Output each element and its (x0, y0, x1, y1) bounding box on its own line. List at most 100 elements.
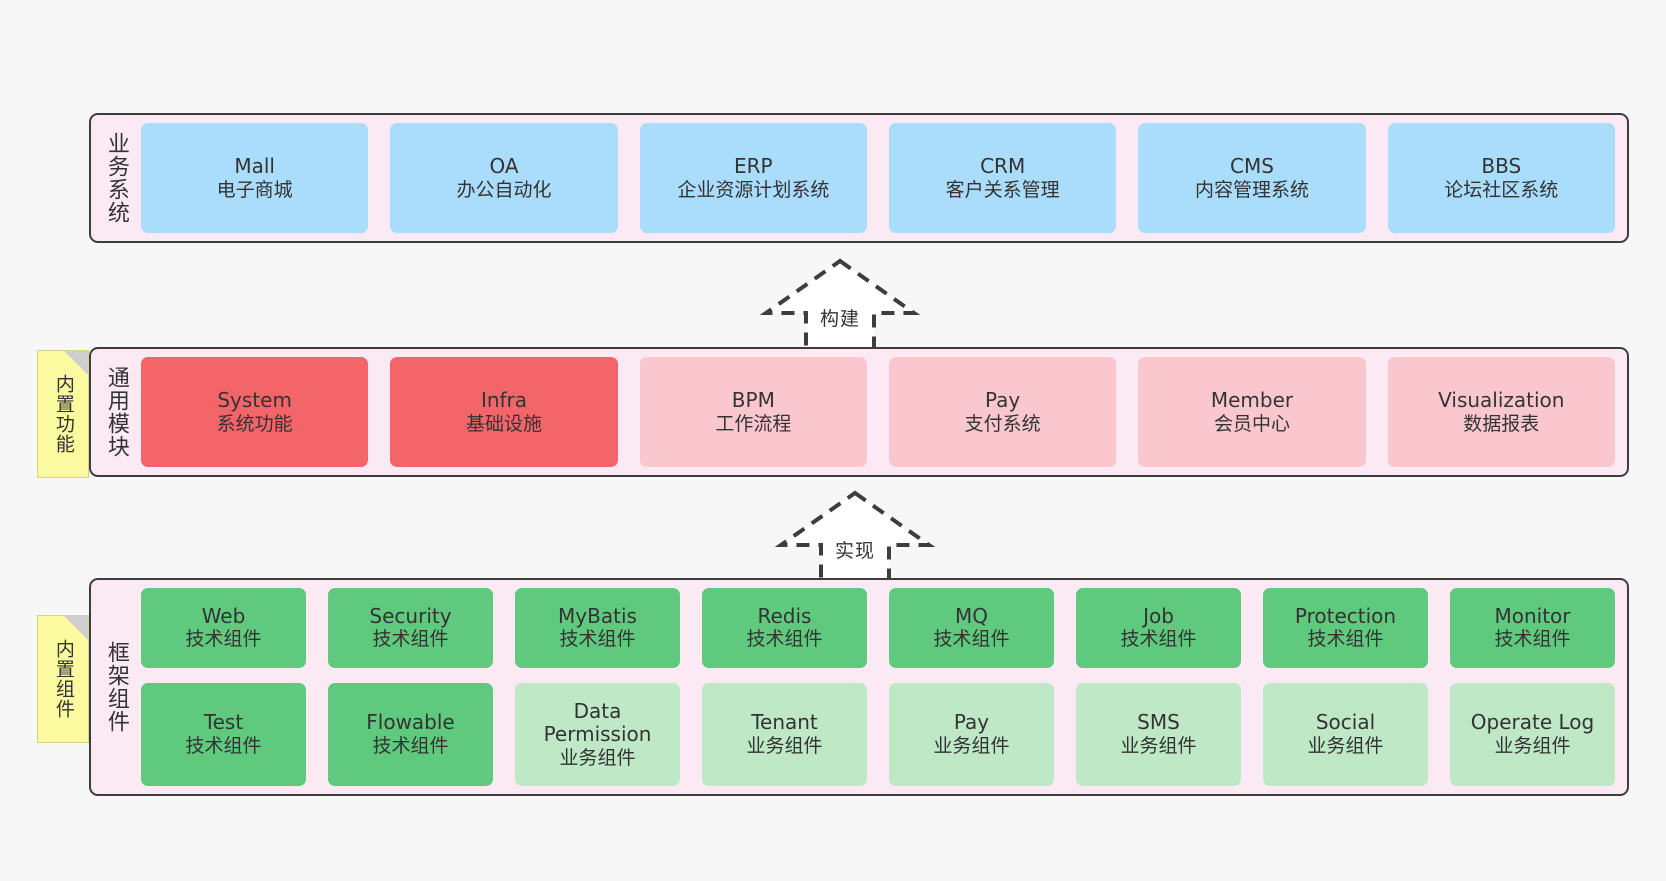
card-subtitle: 会员中心 (1213, 412, 1290, 435)
card-pay-component[interactable]: Pay 业务组件 (889, 682, 1054, 786)
card-title: Visualization (1438, 388, 1565, 412)
card-title: Test (203, 710, 244, 735)
connector-build-label: 构建 (819, 308, 860, 330)
note-builtin-function: 内置功能 (37, 350, 89, 478)
card-title: Member (1210, 388, 1294, 412)
card-subtitle: 技术组件 (933, 628, 1010, 651)
note-builtin-component-label: 内置组件 (52, 639, 75, 719)
card-row: Mall 电子商城 OA 办公自动化 ERP 企业资源计划系统 CRM 客户关系… (141, 123, 1615, 233)
card-subtitle: 客户关系管理 (945, 178, 1060, 201)
card-subtitle: 技术组件 (1494, 628, 1571, 651)
card-bpm[interactable]: BPM 工作流程 (639, 357, 867, 467)
card-mybatis[interactable]: MyBatis 技术组件 (515, 588, 680, 668)
layer-common-module: 通用模块 System 系统功能 Infra 基础设施 BPM 工作流程 Pay… (89, 347, 1629, 477)
card-title: ERP (734, 154, 773, 178)
card-title: System (217, 388, 292, 412)
card-title: OA (489, 154, 519, 178)
card-title: CRM (980, 154, 1026, 178)
layer-business-system-body: Mall 电子商城 OA 办公自动化 ERP 企业资源计划系统 CRM 客户关系… (133, 123, 1615, 233)
card-title: BPM (731, 388, 775, 412)
card-flowable[interactable]: Flowable 技术组件 (328, 682, 493, 786)
card-row: System 系统功能 Infra 基础设施 BPM 工作流程 Pay 支付系统… (141, 357, 1615, 467)
card-job[interactable]: Job 技术组件 (1076, 588, 1241, 668)
card-crm[interactable]: CRM 客户关系管理 (888, 123, 1117, 233)
card-social[interactable]: Social 业务组件 (1263, 682, 1428, 786)
card-subtitle: 技术组件 (1307, 628, 1384, 651)
card-title: Pay (953, 710, 990, 735)
card-title: Monitor (1494, 603, 1571, 628)
card-title: CMS (1230, 154, 1274, 178)
card-subtitle: 业务组件 (1494, 734, 1571, 757)
card-title: Security (369, 603, 452, 628)
card-subtitle: 支付系统 (964, 412, 1041, 435)
card-subtitle: 基础设施 (465, 412, 542, 435)
card-title: Redis (757, 603, 812, 628)
layer-framework-component-body: Web 技术组件 Security 技术组件 MyBatis 技术组件 Redi… (133, 588, 1615, 786)
card-title: Operate Log (1470, 710, 1595, 735)
note-fold-corner-icon (64, 351, 88, 375)
card-pay-module[interactable]: Pay 支付系统 (888, 357, 1117, 467)
layer-framework-component-label: 框架组件 (103, 641, 129, 733)
note-fold-corner-icon (64, 616, 88, 640)
card-title: Job (1143, 603, 1174, 628)
layer-framework-component: 框架组件 Web 技术组件 Security 技术组件 MyBatis 技术组件… (89, 578, 1629, 796)
card-system[interactable]: System 系统功能 (141, 357, 369, 467)
card-sms[interactable]: SMS 业务组件 (1076, 682, 1241, 786)
card-subtitle: 办公自动化 (456, 178, 552, 201)
card-web[interactable]: Web 技术组件 (141, 588, 306, 668)
card-protection[interactable]: Protection 技术组件 (1263, 588, 1428, 668)
layer-business-system: 业务系统 Mall 电子商城 OA 办公自动化 ERP 企业资源计划系统 CRM… (89, 113, 1629, 243)
card-redis[interactable]: Redis 技术组件 (702, 588, 867, 668)
card-subtitle: 技术组件 (1120, 628, 1197, 651)
card-test[interactable]: Test 技术组件 (141, 682, 306, 786)
card-cms[interactable]: CMS 内容管理系统 (1138, 123, 1366, 233)
card-mall[interactable]: Mall 电子商城 (141, 123, 369, 233)
card-title: Tenant (751, 710, 818, 735)
card-subtitle: 技术组件 (372, 734, 449, 757)
card-subtitle: 技术组件 (559, 628, 636, 651)
card-visualization[interactable]: Visualization 数据报表 (1387, 357, 1615, 467)
card-subtitle: 业务组件 (559, 746, 636, 769)
card-title: MQ (955, 603, 988, 628)
card-title: MyBatis (558, 603, 637, 628)
card-subtitle: 企业资源计划系统 (677, 178, 830, 201)
card-monitor[interactable]: Monitor 技术组件 (1450, 588, 1615, 668)
card-operate-log[interactable]: Operate Log 业务组件 (1450, 682, 1615, 786)
card-data-permission[interactable]: Data Permission 业务组件 (515, 682, 680, 786)
card-subtitle: 技术组件 (185, 734, 262, 757)
card-tenant[interactable]: Tenant 业务组件 (702, 682, 867, 786)
connector-implement-label: 实现 (834, 540, 875, 562)
card-subtitle: 论坛社区系统 (1444, 178, 1559, 201)
card-title: SMS (1137, 710, 1180, 735)
card-subtitle: 数据报表 (1463, 412, 1540, 435)
card-title: Protection (1294, 603, 1397, 628)
card-subtitle: 系统功能 (216, 412, 293, 435)
card-title: Infra (480, 388, 528, 412)
card-member[interactable]: Member 会员中心 (1138, 357, 1366, 467)
card-title: Pay (985, 388, 1021, 412)
card-subtitle: 工作流程 (715, 412, 792, 435)
card-bbs[interactable]: BBS 论坛社区系统 (1387, 123, 1615, 233)
note-builtin-component: 内置组件 (37, 615, 89, 743)
card-subtitle: 业务组件 (1120, 734, 1197, 757)
card-security[interactable]: Security 技术组件 (328, 588, 493, 668)
card-title: Mall (234, 154, 275, 178)
card-mq[interactable]: MQ 技术组件 (889, 588, 1054, 668)
card-subtitle: 业务组件 (1307, 734, 1384, 757)
card-subtitle: 技术组件 (746, 628, 823, 651)
connector-build-arrow: 构建 (760, 255, 920, 355)
note-builtin-function-label: 内置功能 (52, 374, 75, 454)
card-title: Data Permission (543, 698, 652, 747)
card-erp[interactable]: ERP 企业资源计划系统 (639, 123, 867, 233)
card-title: Web (201, 603, 246, 628)
card-subtitle: 业务组件 (933, 734, 1010, 757)
layer-common-module-body: System 系统功能 Infra 基础设施 BPM 工作流程 Pay 支付系统… (133, 357, 1615, 467)
card-infra[interactable]: Infra 基础设施 (390, 357, 618, 467)
layer-business-system-label: 业务系统 (103, 132, 129, 224)
connector-implement-arrow: 实现 (775, 487, 935, 587)
card-oa[interactable]: OA 办公自动化 (390, 123, 618, 233)
card-subtitle: 电子商城 (216, 178, 293, 201)
card-subtitle: 技术组件 (185, 628, 262, 651)
layer-common-module-label: 通用模块 (103, 366, 129, 458)
